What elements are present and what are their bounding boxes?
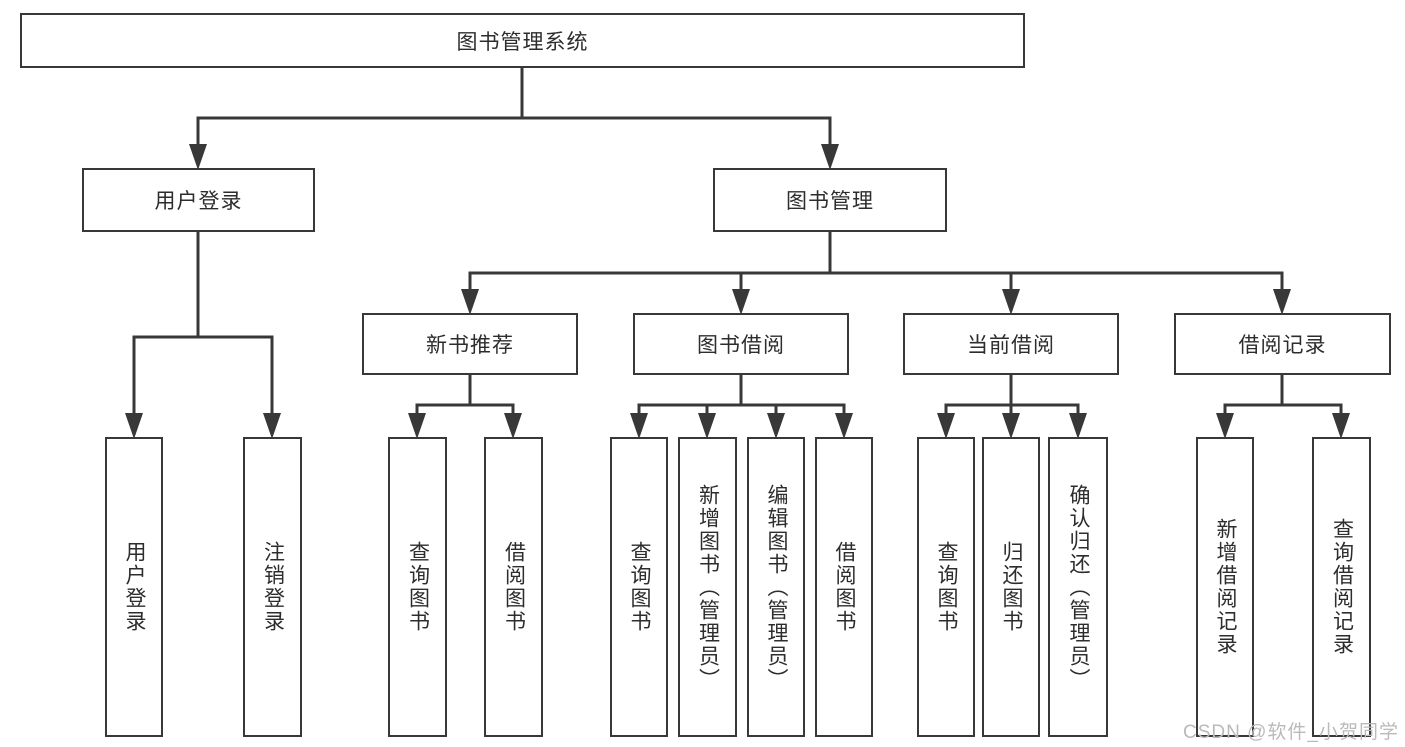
node-book-borrowing: 图书借阅 xyxy=(633,313,849,375)
leaf-return-books: 归还图书 xyxy=(982,437,1040,737)
node-current-borrowing: 当前借阅 xyxy=(903,313,1119,375)
node-library-management-system: 图书管理系统 xyxy=(20,13,1025,68)
node-borrowing-records: 借阅记录 xyxy=(1174,313,1391,375)
connector-records-children xyxy=(1216,373,1350,439)
leaf-borrow-books-borrowing: 借阅图书 xyxy=(815,437,873,737)
node-user-login: 用户登录 xyxy=(82,168,315,232)
node-new-book-recommendation: 新书推荐 xyxy=(362,313,578,375)
node-book-management: 图书管理 xyxy=(713,168,947,232)
leaf-confirm-return-admin: 确认归还（管理员） xyxy=(1048,437,1108,737)
leaf-borrow-books-recommend: 借阅图书 xyxy=(484,437,543,737)
connector-book-mgmt-children xyxy=(461,230,1291,315)
leaf-add-books-admin: 新增图书（管理员） xyxy=(678,437,737,737)
connector-borrowing-children xyxy=(630,373,853,439)
leaf-query-borrow-record: 查询借阅记录 xyxy=(1312,437,1371,737)
leaf-query-books-current: 查询图书 xyxy=(917,437,975,737)
connector-root-to-level2 xyxy=(189,66,839,170)
connector-user-login-children xyxy=(125,230,281,439)
leaf-add-borrow-record: 新增借阅记录 xyxy=(1196,437,1254,737)
connector-current-children xyxy=(937,373,1087,439)
leaf-query-books-recommend: 查询图书 xyxy=(388,437,447,737)
leaf-query-books-borrowing: 查询图书 xyxy=(610,437,668,737)
leaf-edit-books-admin: 编辑图书（管理员） xyxy=(747,437,805,737)
connector-new-books-children xyxy=(408,373,522,439)
leaf-logout: 注销登录 xyxy=(243,437,302,737)
leaf-user-login: 用户登录 xyxy=(105,437,163,737)
csdn-watermark: CSDN @软件_小贺同学 xyxy=(1183,722,1399,743)
